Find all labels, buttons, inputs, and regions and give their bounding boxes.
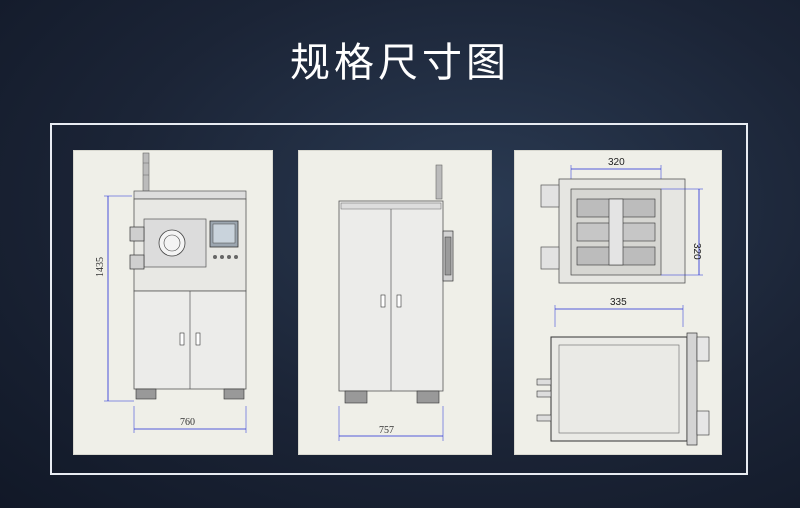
side-view-panel: 757 (298, 150, 492, 455)
top-view-panel: 320 320 335 (514, 150, 722, 455)
drawing-frame (50, 123, 748, 475)
top-width-dimension: 320 (608, 157, 625, 168)
side-width-dimension: 757 (379, 425, 394, 436)
side-view-drawing (338, 164, 454, 441)
front-view-panel: 1435 760 (73, 150, 273, 455)
top-view-drawing (536, 165, 710, 446)
page-title: 规格尺寸图 (290, 40, 510, 86)
bottom-width-dimension: 335 (610, 297, 627, 308)
front-width-dimension: 760 (180, 417, 195, 428)
front-height-dimension: 1435 (95, 257, 106, 277)
top-depth-dimension: 320 (691, 243, 702, 260)
front-view-drawing (104, 152, 247, 433)
